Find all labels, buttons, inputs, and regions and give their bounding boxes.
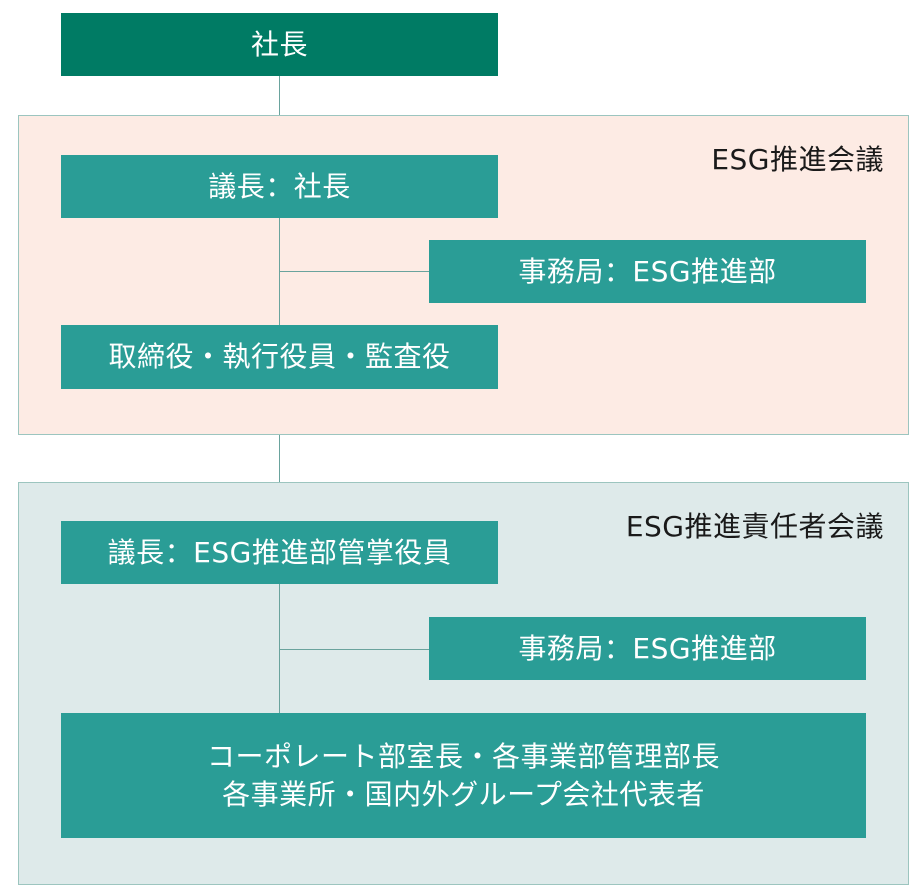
officers-members-line2: 各事業所・国内外グループ会社代表者 [222, 777, 705, 811]
officers-chair-label: 議長：ESG推進部管掌役員 [107, 535, 452, 569]
connector-president-to-council [279, 76, 280, 116]
president-label: 社長 [250, 27, 308, 61]
council-secretariat-label: 事務局：ESG推進部 [518, 254, 777, 288]
council-secretariat-box: 事務局：ESG推進部 [429, 240, 866, 303]
officers-members-line1: コーポレート部室長・各事業部管理部長 [206, 739, 720, 773]
council-chair-box: 議長：社長 [61, 155, 498, 218]
council-members-box: 取締役・執行役員・監査役 [61, 325, 498, 389]
officers-branch-line [279, 649, 429, 650]
esg-council-title: ESG推進会議 [711, 143, 884, 176]
council-members-label: 取締役・執行役員・監査役 [108, 340, 451, 374]
president-box: 社長 [61, 13, 498, 76]
officers-secretariat-label: 事務局：ESG推進部 [518, 631, 777, 665]
officers-trunk-line [279, 584, 280, 713]
connector-council-to-officers [279, 435, 280, 482]
officers-chair-box: 議長：ESG推進部管掌役員 [61, 521, 498, 584]
council-branch-line [279, 271, 429, 272]
officers-members-box: コーポレート部室長・各事業部管理部長 各事業所・国内外グループ会社代表者 [61, 713, 866, 838]
council-chair-label: 議長：社長 [208, 169, 351, 203]
officers-secretariat-box: 事務局：ESG推進部 [429, 617, 866, 680]
esg-officers-council-title: ESG推進責任者会議 [625, 510, 884, 543]
